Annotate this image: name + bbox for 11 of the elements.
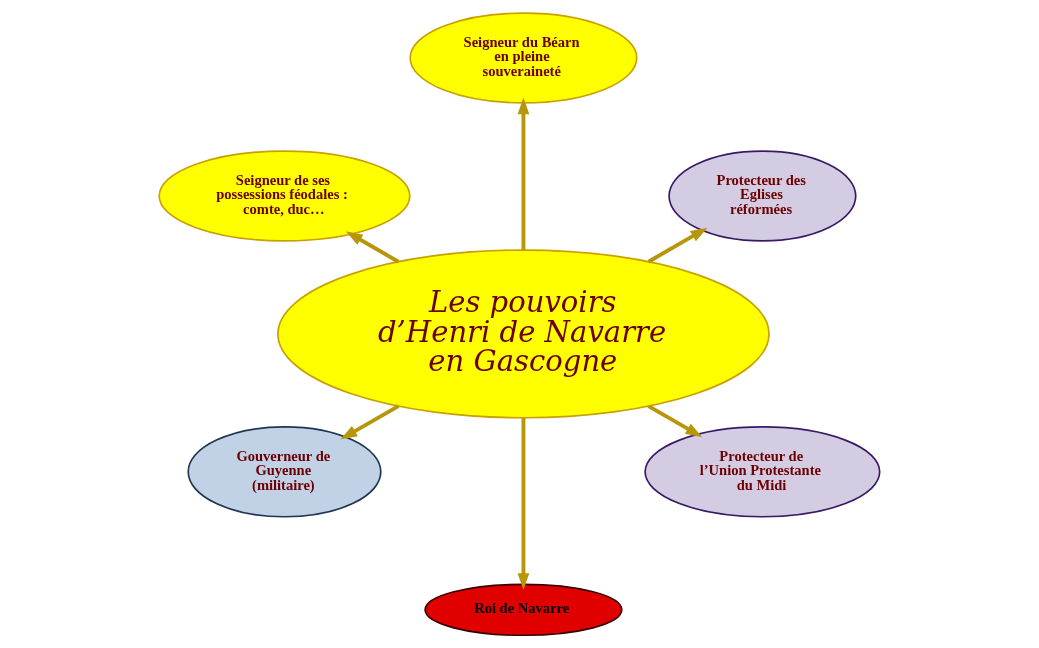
arrow [647,404,703,438]
arrow [647,227,708,264]
node-ellipse: Roi de Navarre [424,583,623,637]
node-ellipse: Protecteur de l’Union Protestante du Midi [644,426,881,518]
node-ellipse: Seigneur de ses possessions féodales : comte, duc… [158,150,411,242]
arrow [517,97,530,250]
node-ellipse: Seigneur du Béarn en pleine souveraineté [409,12,638,104]
arrow [340,404,400,440]
arrow [517,417,530,591]
arrow [345,231,400,264]
node-ellipse: Les pouvoirs d’Henri de Navarre en Gascogne [277,249,770,419]
